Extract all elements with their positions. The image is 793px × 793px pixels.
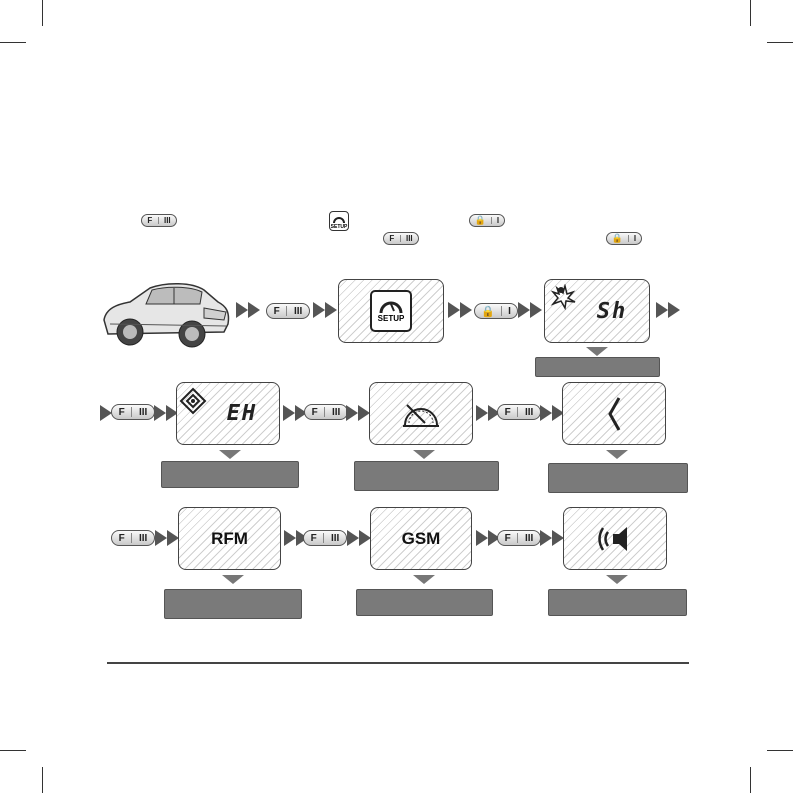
crop-mark bbox=[750, 0, 751, 26]
next-arrow-icon bbox=[346, 405, 370, 421]
lcd-shock-sensor: Sh bbox=[544, 279, 650, 343]
f-label: F bbox=[389, 234, 395, 243]
f-button: F III bbox=[111, 404, 155, 420]
tilt-sensor-icon bbox=[179, 387, 207, 415]
next-arrow-icon bbox=[518, 302, 542, 318]
f-bars: III bbox=[524, 406, 534, 418]
next-arrow-icon bbox=[540, 530, 564, 546]
tilt-display-text: EH bbox=[226, 401, 258, 426]
crop-mark bbox=[767, 42, 793, 43]
lock-button-icon: 🔒I bbox=[606, 232, 642, 245]
lock-button: 🔒I bbox=[474, 303, 518, 319]
down-arrow-icon bbox=[413, 575, 435, 584]
lcd-siren bbox=[563, 507, 667, 570]
next-arrow-icon bbox=[540, 405, 564, 421]
next-arrow-icon bbox=[347, 530, 371, 546]
setup-small-icon: SETUP bbox=[329, 211, 349, 231]
f-button: F III bbox=[111, 530, 155, 546]
door-indicator-icon bbox=[608, 396, 621, 431]
crop-mark bbox=[750, 767, 751, 793]
down-arrow-icon bbox=[586, 347, 608, 356]
f-bars: III bbox=[330, 532, 340, 544]
f-label: F bbox=[118, 406, 125, 418]
description-bar bbox=[548, 463, 688, 493]
lock-button-icon: 🔒I bbox=[469, 214, 505, 227]
next-arrow-icon bbox=[448, 302, 472, 318]
down-arrow-icon bbox=[413, 450, 435, 459]
next-arrow-icon bbox=[283, 405, 307, 421]
f-bars: III bbox=[331, 406, 341, 418]
lcd-door-signal bbox=[562, 382, 666, 445]
gsm-display-text: GSM bbox=[401, 528, 441, 548]
f-bars: III bbox=[524, 532, 534, 544]
next-arrow-icon bbox=[284, 530, 308, 546]
setup-label: SETUP bbox=[377, 313, 405, 323]
lcd-rfm: RFM bbox=[178, 507, 281, 570]
next-arrow-icon bbox=[476, 405, 500, 421]
f-button-icon: F III bbox=[141, 214, 177, 227]
crop-mark bbox=[42, 0, 43, 26]
f-label: F bbox=[273, 305, 280, 317]
lcd-setup: SETUP bbox=[338, 279, 444, 343]
f-button-icon: F III bbox=[383, 232, 419, 245]
rfm-display-text: RFM bbox=[211, 528, 248, 548]
lock-bars: I bbox=[633, 234, 637, 243]
description-bar bbox=[164, 589, 302, 619]
down-arrow-icon bbox=[219, 450, 241, 459]
f-button: F III bbox=[303, 530, 347, 546]
f-bars: III bbox=[138, 532, 148, 544]
f-label: F bbox=[504, 532, 511, 544]
speedometer-icon bbox=[403, 403, 439, 427]
crop-mark bbox=[0, 42, 26, 43]
shock-sensor-icon bbox=[550, 284, 576, 310]
lcd-tilt-sensor: EH bbox=[176, 382, 280, 445]
next-arrow-icon bbox=[656, 302, 680, 318]
footer-rule bbox=[107, 662, 689, 664]
lock-bars: I bbox=[496, 216, 500, 225]
f-button: F III bbox=[497, 404, 541, 420]
description-bar bbox=[354, 461, 499, 491]
crop-mark bbox=[767, 750, 793, 751]
setup-icon: SETUP bbox=[370, 290, 412, 332]
lock-bars: I bbox=[508, 305, 511, 317]
down-arrow-icon bbox=[222, 575, 244, 584]
description-bar bbox=[548, 589, 687, 616]
next-arrow-icon bbox=[154, 405, 178, 421]
crop-mark bbox=[0, 750, 26, 751]
down-arrow-icon bbox=[606, 450, 628, 459]
lcd-gsm: GSM bbox=[370, 507, 472, 570]
f-button: F III bbox=[266, 303, 310, 319]
f-label: F bbox=[311, 406, 318, 418]
f-bars: III bbox=[138, 406, 148, 418]
next-arrow-icon bbox=[100, 405, 112, 421]
lcd-speedometer bbox=[369, 382, 473, 445]
setup-small-label: SETUP bbox=[330, 224, 348, 230]
crop-mark bbox=[42, 767, 43, 793]
description-bar bbox=[356, 589, 493, 616]
f-bars: III bbox=[293, 305, 303, 317]
f-label: F bbox=[118, 532, 125, 544]
next-arrow-icon bbox=[313, 302, 337, 318]
f-button: F III bbox=[304, 404, 348, 420]
f-bars: III bbox=[163, 216, 171, 225]
next-arrow-icon bbox=[155, 530, 179, 546]
f-button: F III bbox=[497, 530, 541, 546]
next-arrow-icon bbox=[476, 530, 500, 546]
description-bar bbox=[535, 357, 660, 377]
down-arrow-icon bbox=[606, 575, 628, 584]
next-arrow-icon bbox=[236, 302, 260, 318]
f-label: F bbox=[310, 532, 317, 544]
speaker-icon bbox=[598, 526, 627, 551]
description-bar bbox=[161, 461, 299, 488]
f-bars: III bbox=[405, 234, 413, 243]
f-label: F bbox=[504, 406, 511, 418]
car-illustration bbox=[103, 283, 230, 348]
shock-display-text: Sh bbox=[596, 298, 628, 324]
f-label: F bbox=[147, 216, 153, 225]
